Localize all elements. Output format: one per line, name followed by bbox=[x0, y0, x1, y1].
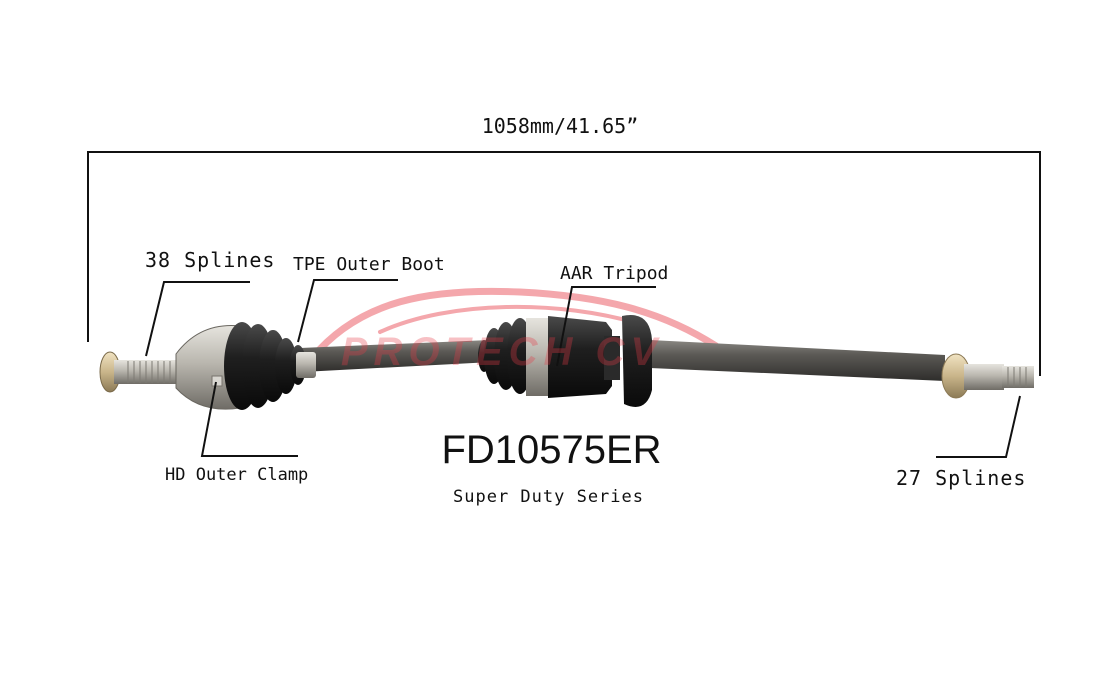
shaft-inner bbox=[650, 340, 945, 381]
inner-boot bbox=[478, 318, 548, 396]
callout-inner-splines: 27 Splines bbox=[896, 466, 1027, 490]
tripod-housing bbox=[548, 315, 652, 407]
leader-38-splines bbox=[145, 281, 250, 357]
inner-stub-shaft bbox=[941, 353, 1034, 399]
leader-aar-tripod bbox=[556, 286, 656, 367]
leader-27-splines bbox=[936, 395, 1021, 458]
outer-stub-shaft bbox=[99, 351, 182, 393]
series-name: Super Duty Series bbox=[453, 487, 644, 507]
callout-tripod: AAR Tripod bbox=[560, 263, 669, 284]
shaft-outer bbox=[300, 340, 492, 372]
dimension-bracket bbox=[87, 151, 1041, 376]
callout-lines bbox=[145, 279, 1021, 458]
part-number: FD10575ER bbox=[441, 428, 662, 472]
car-silhouette-logo bbox=[308, 287, 720, 362]
callout-outer-clamp: HD Outer Clamp bbox=[165, 465, 309, 485]
callout-outer-splines: 38 Splines bbox=[145, 248, 276, 272]
leader-tpe-boot bbox=[297, 279, 398, 343]
callout-outer-boot: TPE Outer Boot bbox=[293, 254, 445, 275]
overall-length-label: 1058mm/41.65” bbox=[481, 114, 639, 138]
leader-hd-clamp bbox=[200, 381, 298, 457]
outer-boot bbox=[224, 322, 316, 410]
